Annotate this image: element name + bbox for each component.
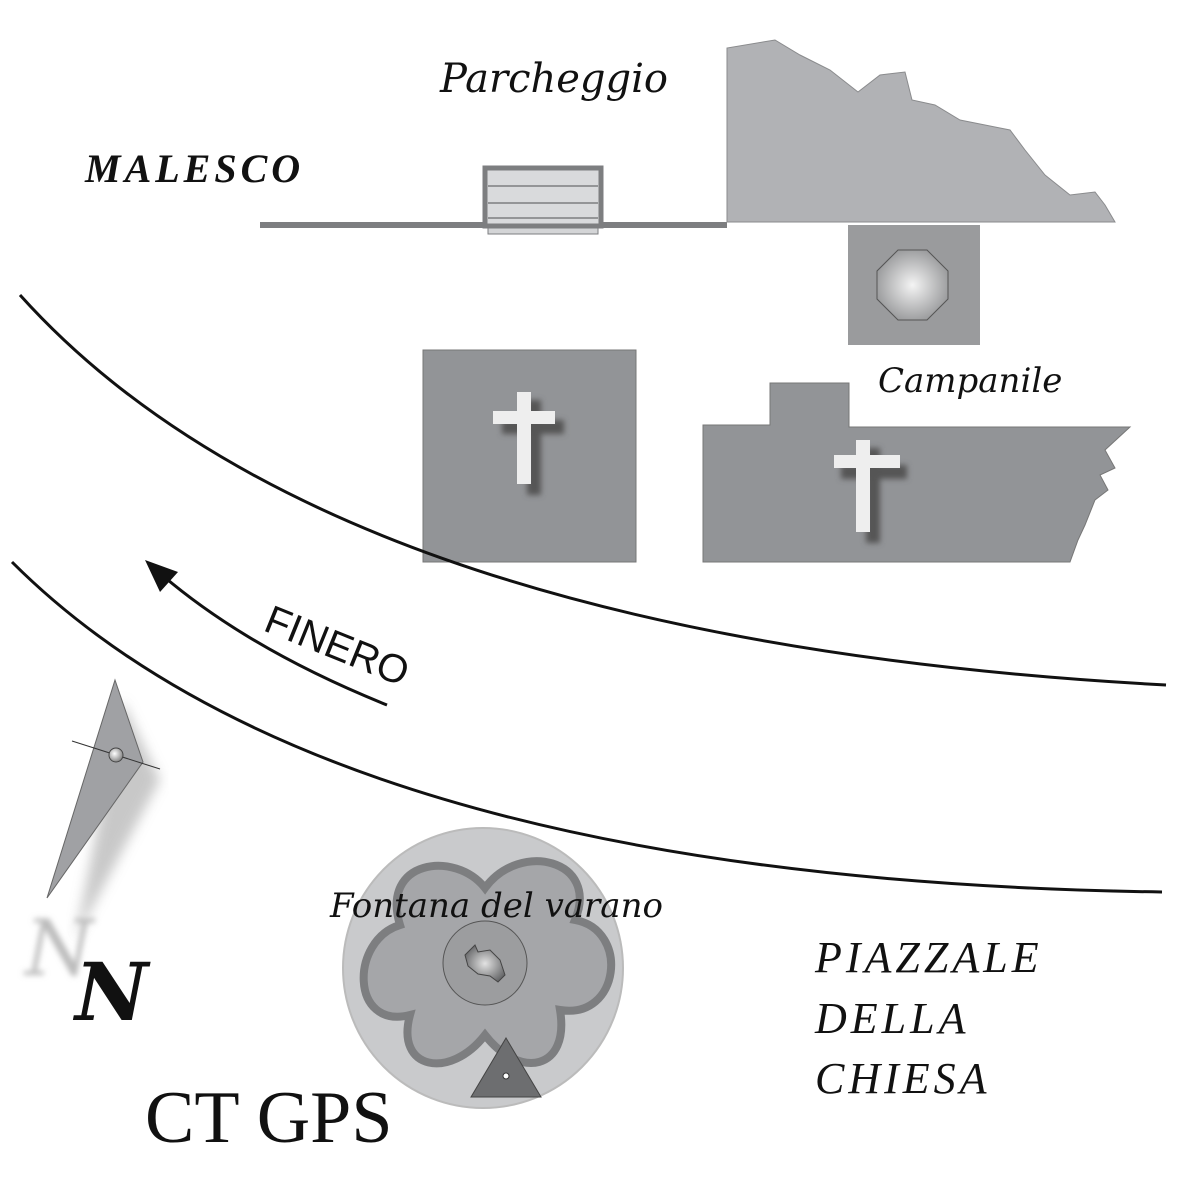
label-chiesa: CHIESA [815,1054,991,1103]
cross-icon [834,440,900,532]
road-edge-north [18,293,1167,687]
statue-rock [464,944,506,983]
label-malesco: MALESCO [84,146,304,191]
cross-icon [493,392,555,484]
label-fountain: Fontana del varano [329,886,663,926]
fountain-marker-triangle [470,1037,542,1098]
compass-needle [46,678,161,940]
credit-ct-gps: CT GPS [145,1077,392,1159]
chapel [422,349,637,563]
parking-lot [482,165,604,229]
parking-area [260,165,727,235]
label-finero: FINERO [259,598,416,695]
arrow-head-icon [145,560,178,592]
label-parcheggio: Parcheggio [439,56,668,102]
road-edge-south [10,560,1163,894]
campanile [848,225,980,345]
church [702,382,1132,563]
compass-shadow-letter: N [23,904,96,994]
label-piazzale: PIAZZALE [814,933,1043,982]
compass-north-letter: N [72,945,151,1039]
label-campanile: Campanile [878,361,1062,401]
label-della: DELLA [814,994,969,1043]
building-north [726,39,1116,223]
direction-arrow [161,573,388,707]
fountain [342,827,624,1109]
bell-tower-octagon [876,249,949,321]
